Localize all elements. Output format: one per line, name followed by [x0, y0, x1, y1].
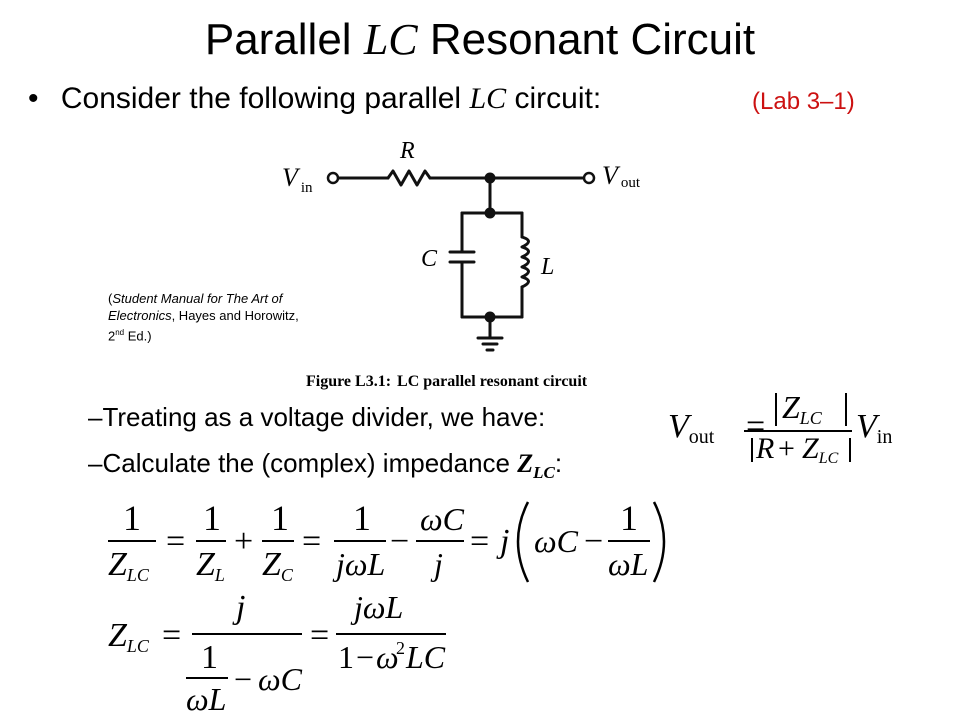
svg-text:ZLC: ZLC	[782, 389, 823, 428]
svg-text:ZL: ZL	[196, 546, 225, 585]
svg-text:1: 1	[203, 498, 221, 538]
sub-bullet-voltage-divider: –Treating as a voltage divider, we have:	[88, 402, 546, 432]
svg-text:ZC: ZC	[262, 546, 294, 585]
citation: (Student Manual for The Art of Electroni…	[108, 290, 318, 344]
resistor-r	[386, 169, 432, 187]
svg-text:ωC: ωC	[258, 661, 303, 697]
sub2-z-symbol: ZLC	[517, 449, 555, 483]
label-c: C	[421, 246, 438, 272]
svg-text:ωC: ωC	[420, 501, 465, 537]
svg-text:2: 2	[396, 638, 405, 658]
svg-text:j: j	[430, 546, 443, 582]
svg-text:Vin: Vin	[856, 408, 892, 448]
svg-text:+: +	[234, 523, 253, 560]
svg-text:=: =	[470, 523, 489, 560]
svg-text:=: =	[746, 408, 765, 445]
svg-text:ZLC: ZLC	[802, 432, 839, 467]
svg-text:Vout: Vout	[668, 408, 715, 448]
label-r: R	[399, 138, 415, 164]
svg-text:−: −	[234, 661, 252, 697]
citation-edition-sup: nd	[115, 328, 125, 337]
svg-text:−: −	[584, 523, 603, 560]
svg-text:1: 1	[338, 639, 354, 675]
voltage-divider-equation: Vout = ZLC R + ZLC Vin	[668, 389, 892, 467]
citation-edition-end: Ed.)	[124, 328, 152, 344]
lab-reference: (Lab 3–1)	[752, 88, 855, 115]
citation-book: Student Manual for The Art of Electronic…	[108, 291, 283, 323]
svg-text:ZLC: ZLC	[108, 617, 150, 656]
svg-text:R: R	[755, 432, 774, 465]
admittance-equation: 1 ZLC = 1 ZL + 1 ZC = 1 jωL − ωC j = j ω…	[108, 498, 666, 585]
svg-text:1: 1	[353, 498, 371, 538]
svg-text:jωL: jωL	[332, 546, 385, 582]
title-text-lc: LC	[363, 15, 418, 64]
vin-terminal	[326, 171, 340, 185]
svg-text:ωL: ωL	[186, 681, 226, 717]
sub2-text: –Calculate the (complex) impedance	[88, 448, 510, 478]
svg-text:j: j	[232, 589, 245, 626]
svg-text:=: =	[310, 617, 329, 654]
svg-text:j: j	[496, 523, 509, 560]
bullet-line: • Consider the following parallel LC cir…	[28, 82, 601, 116]
svg-text:=: =	[166, 523, 185, 560]
citation-open: (	[108, 291, 113, 306]
svg-text:LC: LC	[405, 639, 446, 675]
svg-text:ωL: ωL	[608, 546, 648, 582]
figure-caption: Figure L3.1:LC parallel resonant circuit	[306, 373, 588, 390]
svg-text:+: +	[778, 432, 795, 465]
citation-authors: , Hayes and Horowitz, 2	[108, 308, 299, 344]
inductor-coil	[520, 235, 530, 289]
svg-text:1: 1	[620, 498, 638, 538]
sub2-colon: :	[554, 448, 563, 478]
svg-text:1: 1	[123, 498, 141, 538]
impedance-equation: ZLC = j 1 ωL − ωC = jωL 1 − ω 2 LC	[108, 589, 446, 717]
title-text-pre: Parallel	[204, 15, 352, 64]
svg-text:−: −	[390, 523, 409, 560]
svg-text:1: 1	[271, 498, 289, 538]
svg-text:=: =	[302, 523, 321, 560]
node-tank-top	[484, 207, 496, 219]
svg-text:−: −	[356, 639, 374, 675]
svg-text:ωC: ωC	[534, 523, 579, 559]
vout-terminal	[582, 171, 596, 185]
slide-title: Parallel LC Resonant Circuit	[0, 14, 960, 65]
svg-text:ZLC: ZLC	[108, 546, 150, 585]
label-l: L	[540, 254, 554, 280]
bullet-text-post: circuit:	[514, 82, 602, 115]
svg-text:=: =	[162, 617, 181, 654]
title-text-post: Resonant Circuit	[429, 15, 756, 64]
svg-text:ω: ω	[376, 639, 399, 675]
bullet-text-lc: LC	[469, 82, 507, 115]
node-top	[484, 172, 496, 184]
svg-text:jωL: jωL	[350, 589, 403, 625]
node-tank-bottom	[484, 311, 496, 323]
bullet-marker: •	[28, 82, 39, 115]
bullet-text-pre: Consider the following parallel	[60, 82, 462, 115]
svg-text:1: 1	[201, 639, 218, 676]
sub-bullet-impedance: –Calculate the (complex) impedance ZLC:	[88, 448, 562, 483]
